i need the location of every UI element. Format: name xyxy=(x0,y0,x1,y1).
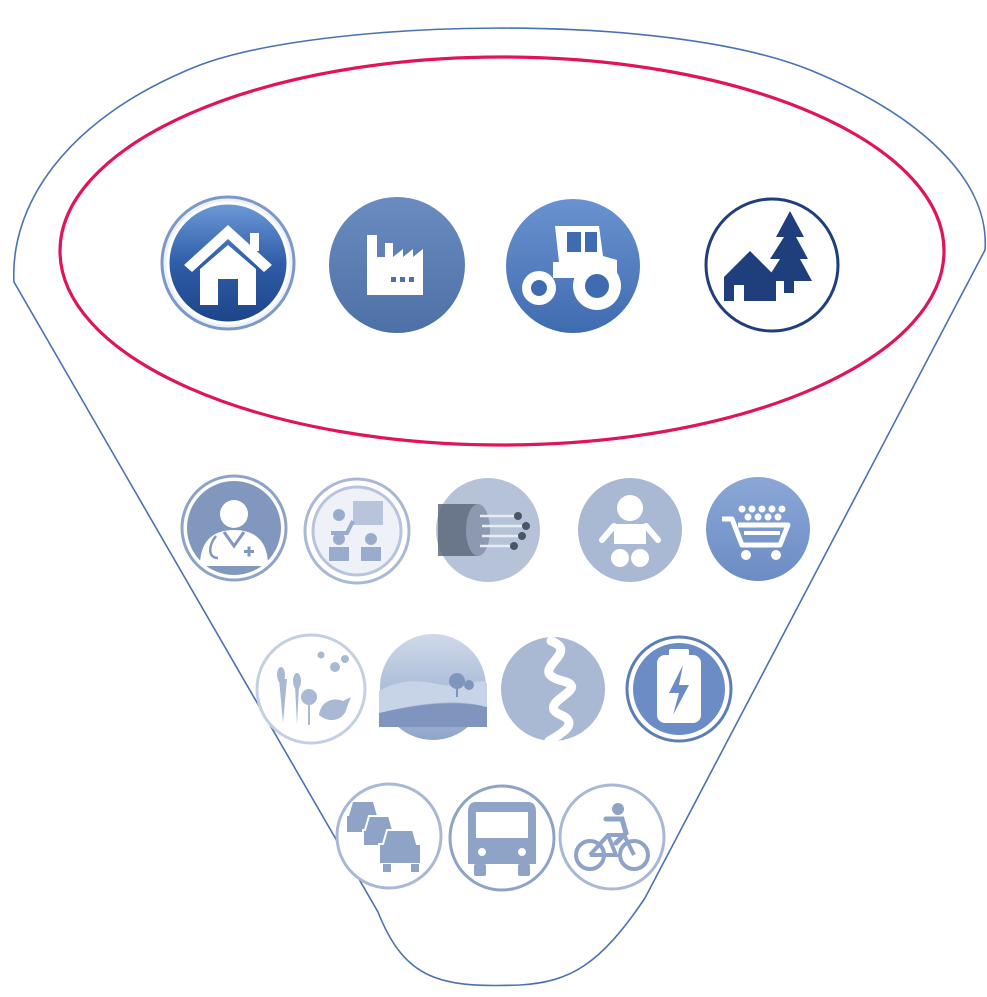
bicycle-icon[interactable] xyxy=(558,783,666,891)
river-icon[interactable] xyxy=(501,636,605,746)
factory-icon[interactable] xyxy=(329,197,465,333)
baby-icon[interactable] xyxy=(578,478,682,582)
cabin-trees-icon[interactable] xyxy=(704,197,840,333)
shopping-cart-icon[interactable] xyxy=(706,477,810,581)
house-icon[interactable] xyxy=(160,195,296,331)
bus-icon[interactable] xyxy=(448,784,556,892)
fiber-optic-icon[interactable] xyxy=(436,478,540,582)
doctor-icon[interactable] xyxy=(180,474,288,582)
traffic-jam-icon[interactable] xyxy=(335,782,443,890)
tractor-icon[interactable] xyxy=(506,199,640,333)
funnel-outline xyxy=(13,27,986,987)
battery-icon[interactable] xyxy=(625,635,733,743)
classroom-icon[interactable] xyxy=(303,477,411,585)
landscape-icon[interactable] xyxy=(378,632,488,742)
biodiversity-icon[interactable] xyxy=(255,633,367,745)
highlight-ellipse xyxy=(58,55,946,447)
